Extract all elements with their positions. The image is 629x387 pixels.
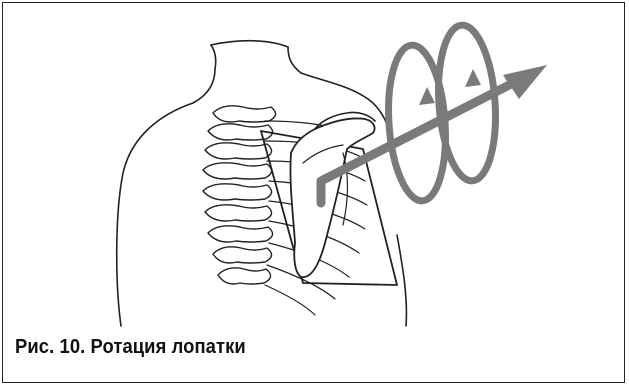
figure-frame: Рис. 10. Ротация лопатки [2,2,625,383]
right-side [397,235,406,326]
scapula-icon [290,118,374,277]
neck-left [211,45,216,69]
neck-right [288,47,368,99]
spine [203,106,276,284]
figure-caption: Рис. 10. Ротация лопатки [15,336,246,359]
torso-outline [117,69,215,326]
scapula-rotation-illustration [3,3,626,338]
neck-top [211,41,288,47]
